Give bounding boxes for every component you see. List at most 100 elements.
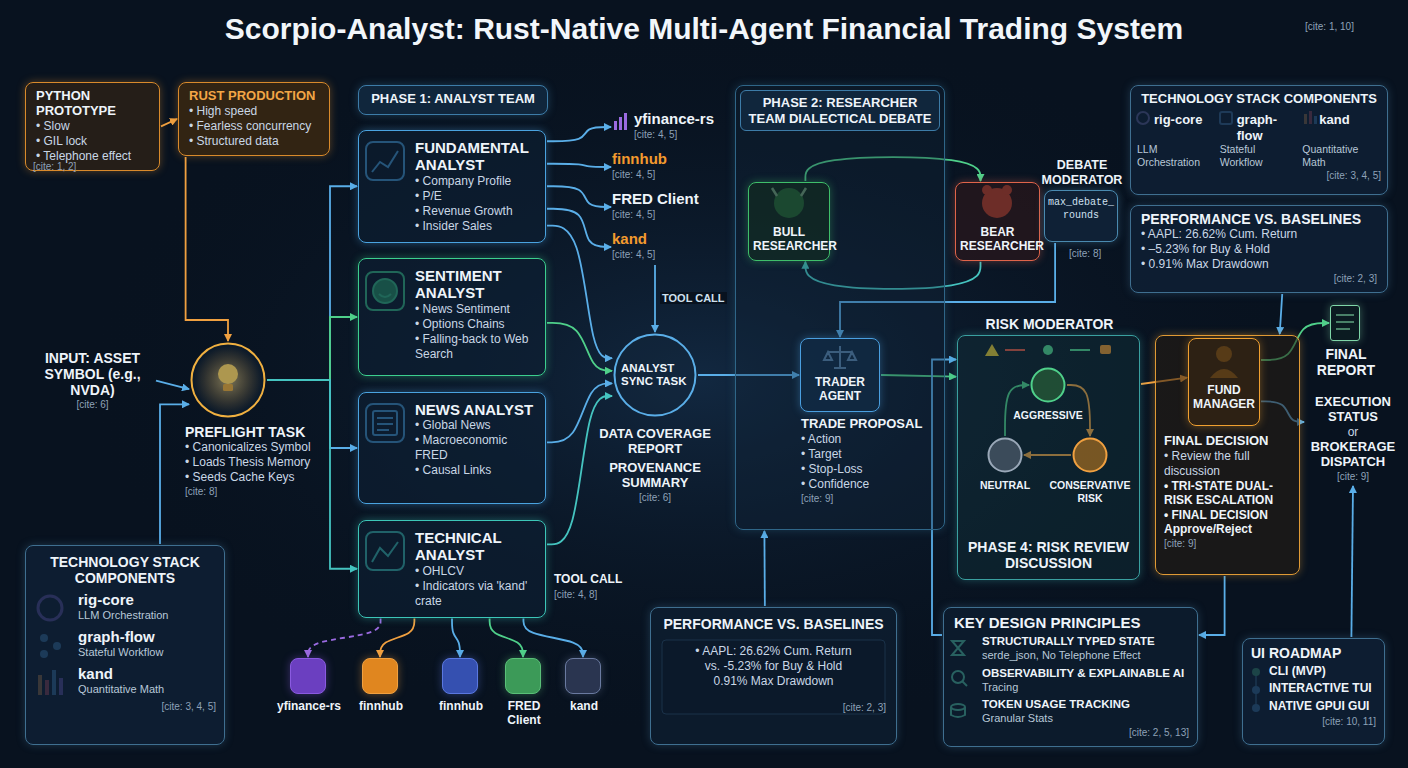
connector	[547, 164, 611, 167]
heading: PERFORMANCE VS. BASELINES	[1141, 211, 1377, 227]
output-label: PROVENANCE SUMMARY	[596, 461, 714, 491]
heading: PREFLIGHT TASK	[185, 424, 335, 440]
bullet-text: • Structured data	[189, 134, 319, 149]
parameter: max_debate_ rounds	[1048, 197, 1114, 222]
bullet-text: • 0.91% Max Drawdown	[1141, 257, 1377, 272]
heading: PHASE 4: RISK REVIEW DISCUSSION	[964, 539, 1133, 571]
citation: [cite: 4, 8]	[554, 588, 597, 601]
risk-agent: NEUTRAL	[987, 437, 1023, 473]
bullet-text: • AAPL: 26.62% Cum. Return	[661, 644, 886, 659]
bullet-text: • Insider Sales	[415, 219, 539, 234]
citation: [cite: 10, 11]	[1251, 715, 1376, 728]
item-label: CONSERVATIVE RISK	[1045, 479, 1135, 504]
citation: [cite: 2, 5, 13]	[954, 726, 1189, 739]
tool-icon: kand	[565, 658, 601, 694]
info-panel: TECHNOLOGY STACK COMPONENTSrig-coreLLM O…	[25, 545, 225, 745]
citation: [cite: 8]	[1069, 247, 1119, 260]
item-label: STRUCTURALLY TYPED STATE	[982, 635, 1189, 649]
heading: UI ROADMAP	[1251, 645, 1376, 661]
connector	[654, 265, 656, 332]
data-source: finnhub[cite: 4, 5]	[612, 150, 722, 184]
bullet-text: • Falling-back to Web Search	[415, 332, 539, 362]
bullet-text: • Indicators via 'kand' crate	[415, 579, 539, 609]
edge-label: TOOL CALL	[660, 292, 727, 304]
description: Stateful Workflow	[1220, 143, 1299, 169]
circle-outline	[190, 342, 266, 418]
item-label: INTERACTIVE TUI	[1269, 681, 1376, 695]
heading: SENTIMENT ANALYST	[415, 267, 539, 302]
connector	[452, 619, 460, 658]
description: Quantitative Math	[1302, 143, 1381, 169]
task-circle: PREFLIGHT TASK• Canonicalizes Symbol• Lo…	[190, 342, 266, 418]
heading: TECHNOLOGY STACK COMPONENTS	[1137, 92, 1381, 107]
heading: FUNDAMENTAL ANALYST	[415, 139, 539, 174]
heading: RISK MODERATOR	[958, 316, 1141, 332]
component-name: rig-core	[1137, 112, 1216, 143]
text-group: RISK MODERATOR	[958, 316, 1141, 332]
agent-box: FUNDAMENTAL ANALYST• Company Profile• P/…	[358, 130, 546, 243]
citation: [cite: 8]	[185, 485, 335, 498]
data-source: yfinance-rs[cite: 4, 5]	[612, 110, 732, 144]
phase-header: PHASE 1: ANALYST TEAM	[358, 85, 548, 115]
connector	[547, 186, 611, 207]
heading: TRADE PROPOSAL	[801, 417, 936, 432]
bullet-text: • OHLCV	[415, 564, 539, 579]
text-group: FINAL REPORT	[1306, 346, 1386, 378]
bullet-text: • Canonicalizes Symbol	[185, 440, 335, 455]
bullet-text: • Review the full discussion	[1164, 449, 1291, 479]
item-label: NATIVE GPUI GUI	[1269, 699, 1376, 713]
connector	[764, 531, 766, 606]
text-group: CONSERVATIVE RISK	[1045, 479, 1135, 504]
component-name: graph-flow	[1220, 112, 1299, 143]
connector	[1351, 486, 1353, 637]
bullet-text: • Fearless concurrency	[189, 119, 319, 134]
text-group: DEBATE MODERATOR	[1036, 158, 1128, 187]
component-name: yfinance-rs	[634, 110, 732, 128]
agent-box: TECHNICAL ANALYST• OHLCV• Indicators via…	[358, 520, 546, 618]
heading: ANALYST SYNC TASK	[621, 362, 689, 388]
prototype-box: PYTHON PROTOTYPE• Slow• GIL lock• Teleph…	[25, 82, 160, 171]
phase-region: PHASE 2: RESEARCHER TEAM DIALECTICAL DEB…	[735, 85, 945, 530]
component-name: finnhub	[612, 150, 722, 168]
bullet-text: 0.91% Max Drawdown	[661, 674, 886, 689]
circle-shape	[1074, 439, 1107, 472]
bullet-text: • Action	[801, 432, 936, 447]
bullet-text: • Options Chains	[415, 317, 539, 332]
bullet-text: • Macroeconomic FRED	[415, 433, 539, 463]
bullet-text: • –5.23% for Buy & Hold	[1141, 242, 1377, 257]
heading: BROKERAGE DISPATCH	[1305, 440, 1401, 470]
report-icon: FINAL REPORT	[1330, 305, 1360, 341]
info-panel: UI ROADMAPCLI (MVP)INTERACTIVE TUINATIVE…	[1242, 638, 1385, 745]
circle-outline	[987, 437, 1023, 473]
info-panel: TECHNOLOGY STACK COMPONENTS rig-coreLLM O…	[1130, 85, 1388, 195]
citation: [cite: 3, 4, 5]	[1137, 169, 1381, 182]
citation: [cite: 4, 5]	[634, 128, 732, 141]
bullet-text: • Revenue Growth	[415, 204, 539, 219]
agent-box: NEWS ANALYST• Global News• Macroeconomic…	[358, 392, 546, 504]
item-label: • TRI-STATE DUAL-RISK ESCALATION	[1164, 479, 1291, 508]
description: Stateful Workflow	[78, 646, 216, 660]
bullet-text: • Confidence	[801, 477, 936, 492]
connector	[161, 119, 177, 126]
component-name: kand	[78, 665, 216, 683]
text-group: kand	[554, 699, 614, 713]
agent-box: TRADER AGENTTRADE PROPOSAL• Action• Targ…	[800, 338, 880, 412]
connector	[160, 404, 189, 544]
heading: FINAL DECISION	[1164, 434, 1291, 449]
item-label: TRADER AGENT	[805, 375, 875, 404]
description: LLM Orchestration	[1137, 143, 1216, 169]
risk-agent: AGGRESSIVE	[1030, 367, 1066, 403]
annotation: TOOL CALL	[554, 572, 622, 586]
citation: [cite: 3, 4, 5]	[34, 700, 216, 713]
component-name: kand	[612, 230, 712, 248]
component-name: kand	[1302, 112, 1381, 143]
task-circle: ANALYST SYNC TASKDATA COVERAGE REPORTPRO…	[613, 333, 697, 417]
bullet-text: • Slow	[36, 119, 149, 134]
connector	[547, 209, 611, 247]
connector	[267, 186, 357, 380]
bullet-text: • Target	[801, 447, 936, 462]
agent-box: SENTIMENT ANALYST• News Sentiment• Optio…	[358, 258, 546, 376]
bullet-text: • High speed	[189, 104, 319, 119]
connector	[380, 619, 414, 658]
